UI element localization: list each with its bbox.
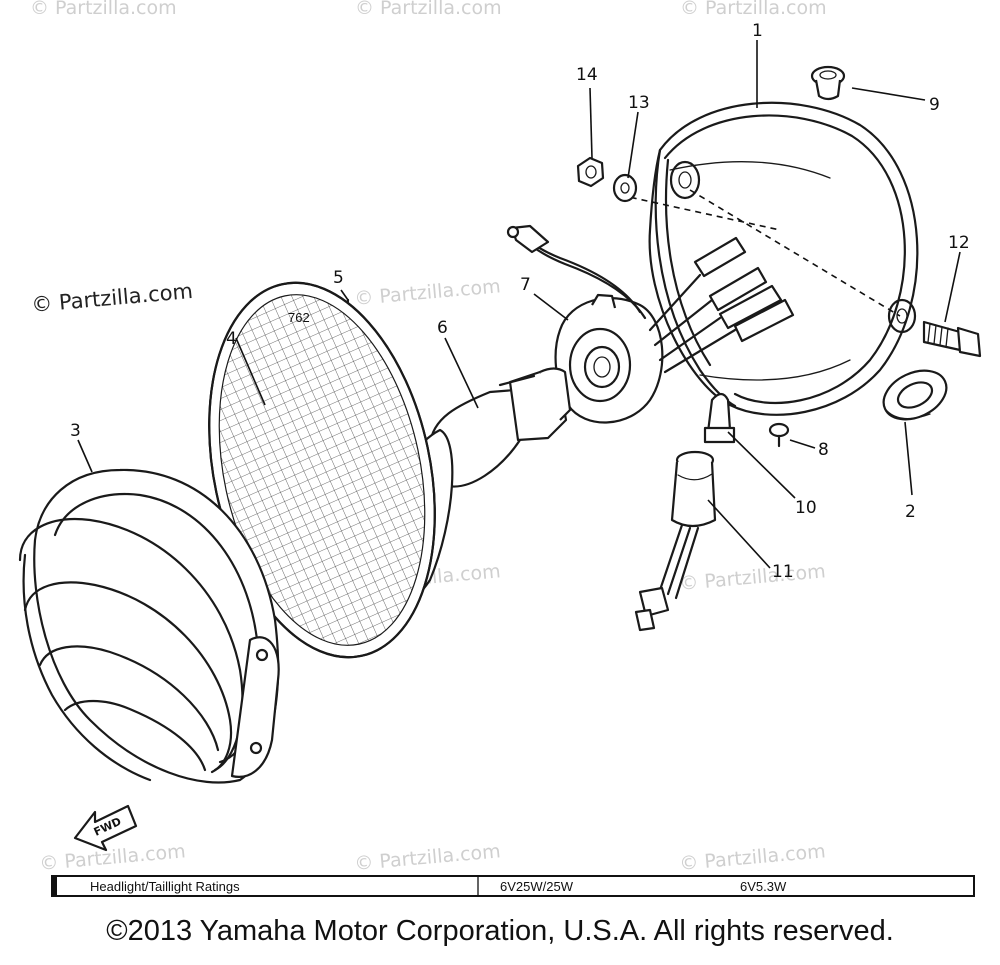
callout-8: 8 <box>818 440 829 460</box>
lens-mark: 762 <box>288 310 310 325</box>
watermark: © Partzilla.com <box>679 560 827 595</box>
callout-6: 6 <box>437 318 448 338</box>
nut-part-14 <box>576 156 605 188</box>
bolt-part-12 <box>922 320 982 358</box>
watermark: © Partzilla.com <box>30 0 177 19</box>
callout-2: 2 <box>905 502 916 522</box>
copyright-notice: ©2013 Yamaha Motor Corporation, U.S.A. A… <box>106 915 894 947</box>
bulb-part-10 <box>703 392 736 444</box>
callout-14: 14 <box>576 65 598 85</box>
forward-arrow: FWD <box>73 804 138 852</box>
watermark: © Partzilla.com <box>680 0 827 19</box>
sealed-beam-lens-part-4: 762 <box>208 281 454 659</box>
callout-labels: 1 2 3 4 5 6 7 8 9 10 11 12 13 14 <box>70 21 970 582</box>
ring-part-2 <box>882 369 948 421</box>
watermark: © Partzilla.com <box>355 0 502 19</box>
watermark: © Partzilla.com <box>354 275 502 310</box>
callout-3: 3 <box>70 421 81 441</box>
taillight-rating: 6V5.3W <box>740 879 787 894</box>
headlight-shell-part <box>619 101 919 416</box>
grommet-part-9 <box>810 65 846 101</box>
screw-part-8 <box>768 422 790 448</box>
callout-10: 10 <box>795 498 817 518</box>
ratings-label: Headlight/Taillight Ratings <box>90 879 240 894</box>
leader-lines <box>77 40 961 569</box>
watermark: © Partzilla.com <box>679 840 827 875</box>
headlight-rating: 6V25W/25W <box>500 879 574 894</box>
callout-9: 9 <box>929 95 940 115</box>
ratings-table: Headlight/Taillight Ratings 6V25W/25W 6V… <box>51 875 975 897</box>
watermark: © Partzilla.com <box>39 840 187 875</box>
watermark: © Partzilla.com <box>354 840 502 875</box>
callout-7: 7 <box>520 275 531 295</box>
watermark-dark: © Partzilla.com <box>30 279 194 317</box>
callout-13: 13 <box>628 93 650 113</box>
callout-5: 5 <box>333 268 344 288</box>
headlight-guard-part-3 <box>18 468 280 784</box>
callout-1: 1 <box>752 21 763 41</box>
bulb-socket-part-7 <box>506 224 795 424</box>
socket-cord-part-11 <box>634 450 717 632</box>
callout-11: 11 <box>772 562 794 582</box>
callout-4: 4 <box>226 329 237 349</box>
callout-12: 12 <box>948 233 970 253</box>
washer-part-13 <box>612 173 638 203</box>
